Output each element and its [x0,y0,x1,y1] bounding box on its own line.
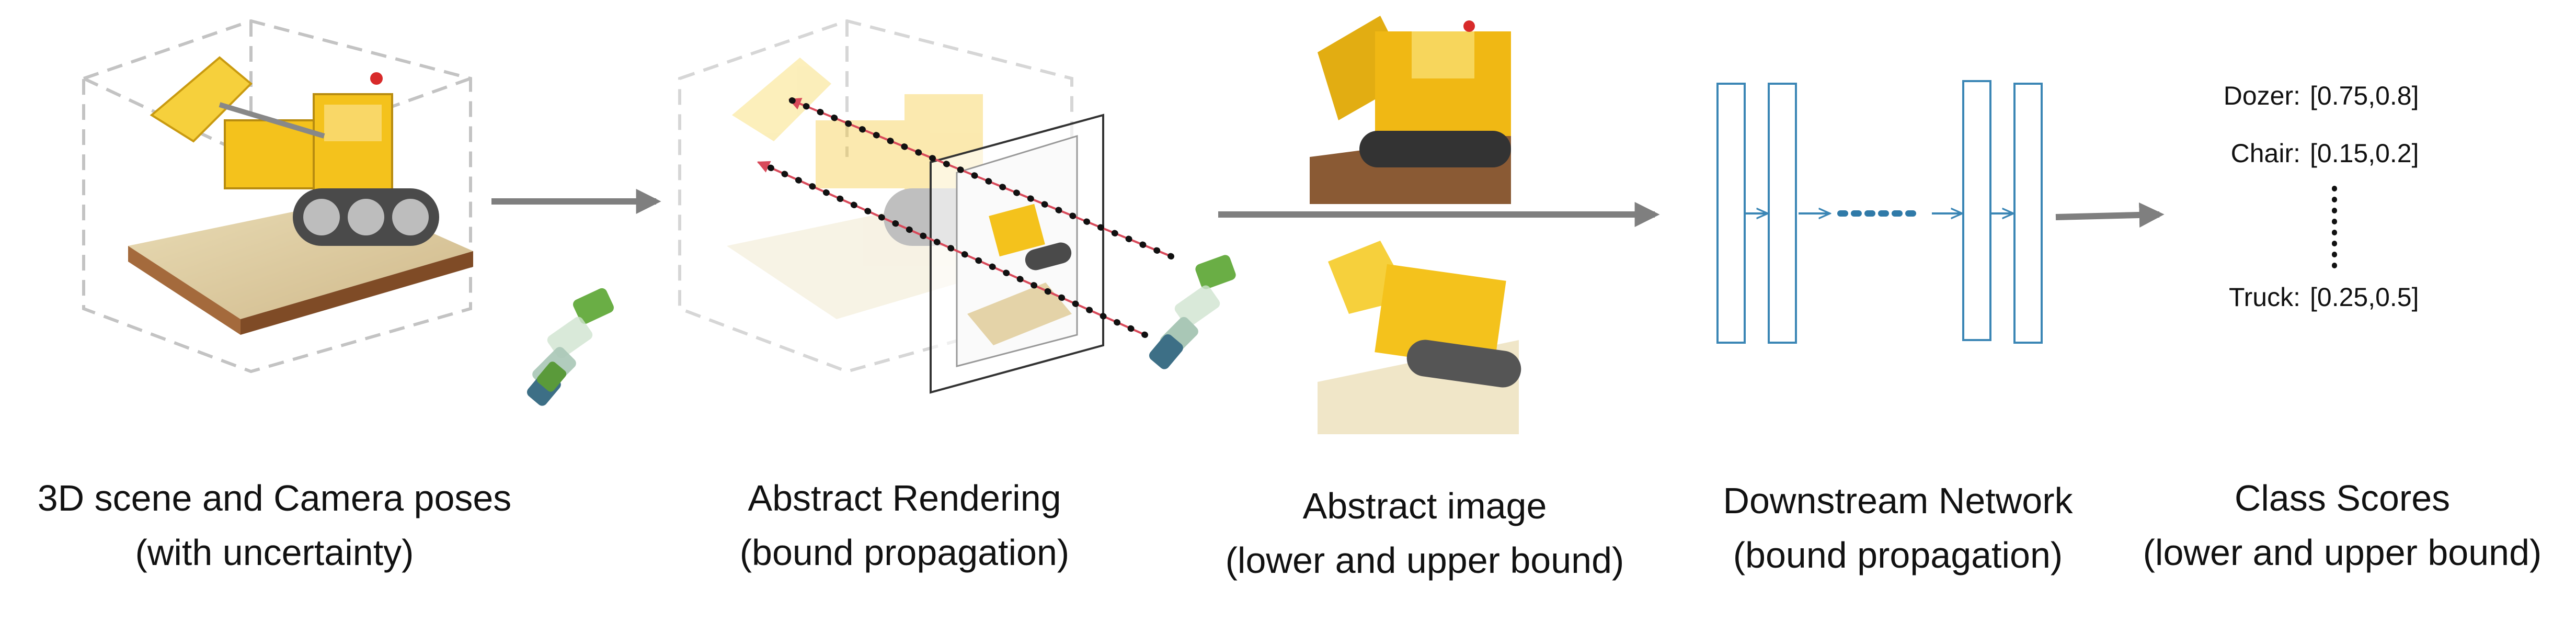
caption-abstract-image-subtitle: (lower and upper bound) [1225,540,1624,581]
bulldozer-model [150,56,439,246]
abstract-image-upper [1318,241,1521,434]
network-layer-1 [1716,83,1746,344]
caption-rendering-subtitle: (bound propagation) [739,532,1070,573]
caption-scores: Class Scores (lower and upper bound) [2112,471,2572,580]
network-layer-4 [2013,83,2043,344]
caption-abstract-image: Abstract image (lower and upper bound) [1176,479,1673,588]
network-layer-2 [1768,83,1797,344]
caption-scores-subtitle: (lower and upper bound) [2143,532,2542,573]
arrow-network-to-scores [2055,202,2165,228]
camera-poses [526,288,614,406]
caption-rendering: Abstract Rendering (bound propagation) [669,471,1140,580]
rendering-camera-poses [1149,255,1236,369]
caption-network-title: Downstream Network [1723,480,2073,521]
caption-scene-subtitle: (with uncertainty) [135,532,414,573]
caption-scene-title: 3D scene and Camera poses [37,478,512,518]
camera-rays [755,96,1174,338]
caption-network: Downstream Network (bound propagation) [1663,473,2133,582]
score-value-dozer: [0.75,0.8] [2310,81,2419,110]
class-scores: Dozer: [0.75,0.8] Chair: [0.15,0.2] Truc… [2224,81,2419,312]
abstract-rendering-group [678,19,1236,394]
caption-abstract-image-title: Abstract image [1302,485,1547,526]
score-label-truck: Truck: [2229,283,2300,312]
score-label-chair: Chair: [2231,139,2300,168]
scene-3d-group [82,19,614,406]
caption-scene: 3D scene and Camera poses (with uncertai… [0,471,549,580]
caption-scores-title: Class Scores [2234,478,2451,518]
score-label-dozer: Dozer: [2224,81,2300,110]
score-value-truck: [0.25,0.5] [2310,283,2419,312]
score-value-chair: [0.15,0.2] [2310,139,2419,168]
caption-network-subtitle: (bound propagation) [1733,535,2063,575]
caption-rendering-title: Abstract Rendering [748,478,1061,518]
abstract-image-lower [1310,10,1511,204]
network-layer-3 [1962,80,1991,341]
image-plane [930,114,1104,394]
downstream-network [1716,80,2043,344]
